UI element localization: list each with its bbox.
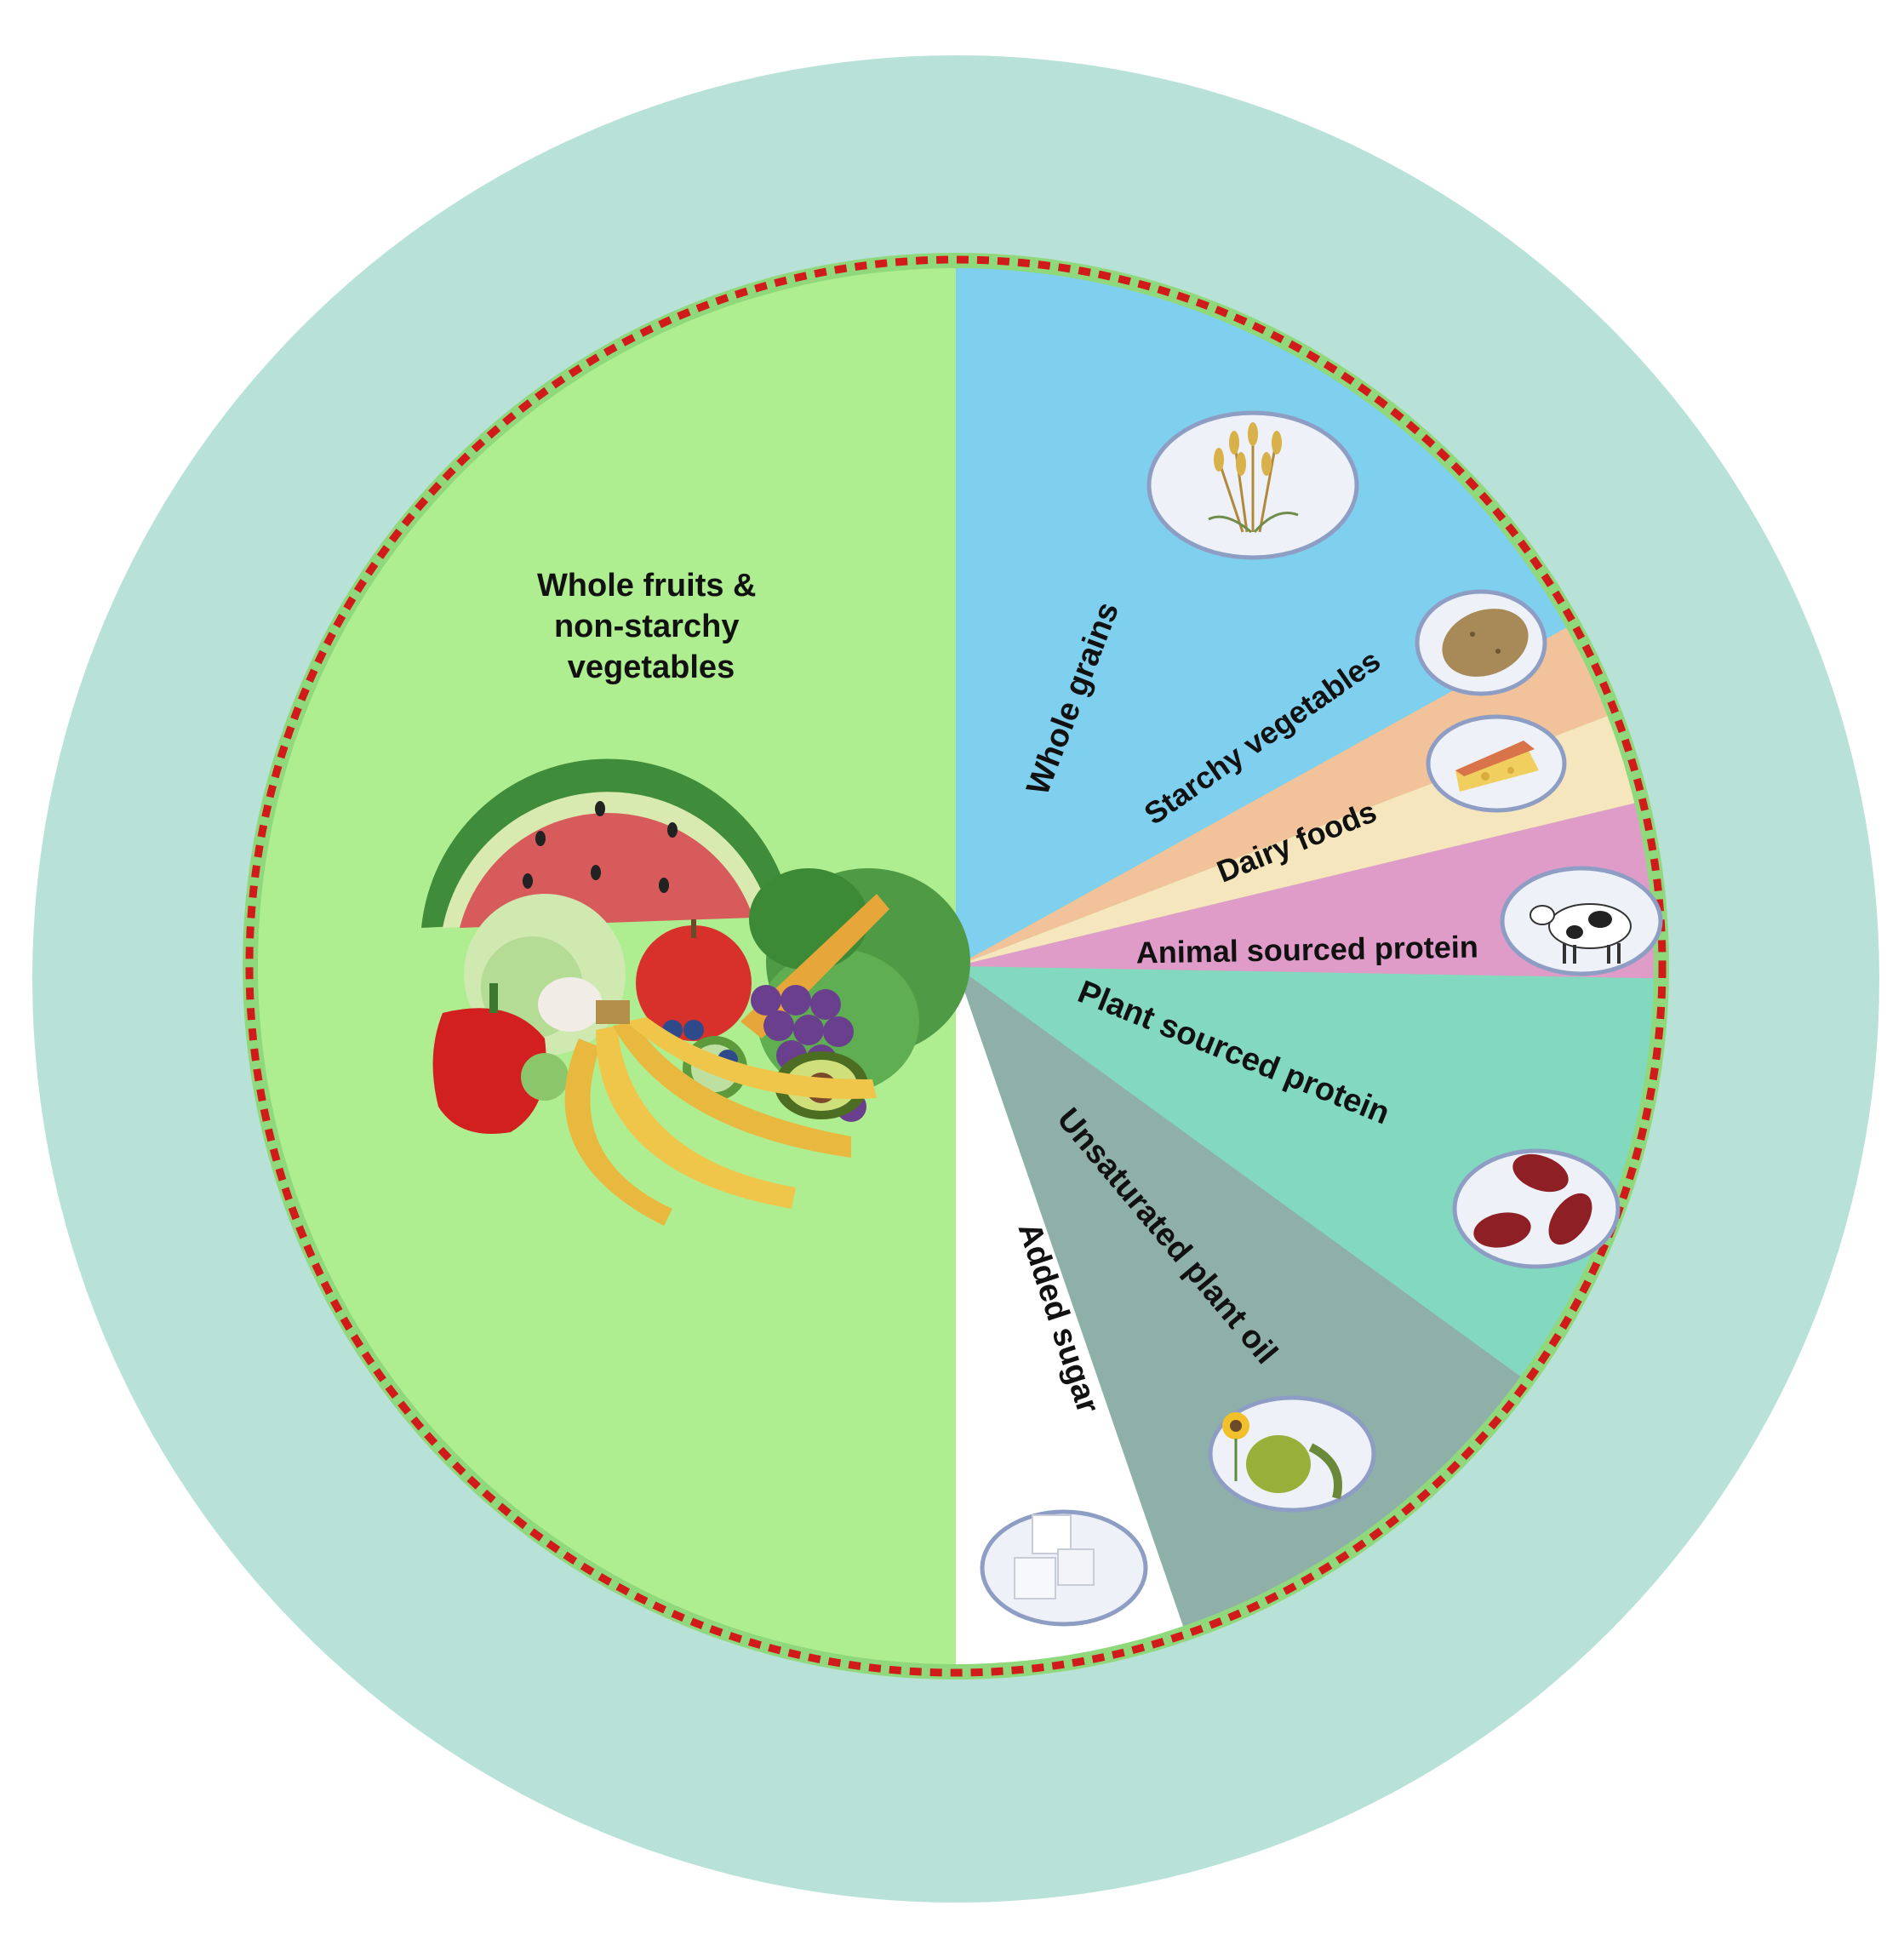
fruit-vegetable-pile-icon [421,758,970,1226]
kidney-beans-icon [1452,1148,1621,1269]
wheat-icon [1146,410,1359,560]
label-animal-protein: Animal sourced protein [1135,929,1478,970]
sugar-cubes-icon [980,1509,1148,1627]
segment-dairy-foods [956,661,1654,966]
cow-icon [1500,866,1663,976]
cheese-icon [1426,714,1567,813]
olive-sunflower-icon [1208,1395,1376,1513]
label-fruits-veg: Whole fruits & non-starchy vegetables [537,568,765,685]
potato-icon [1415,589,1547,696]
dashed-boundary-circle [245,255,1667,1677]
segment-starchy-vegetables [956,553,1654,966]
